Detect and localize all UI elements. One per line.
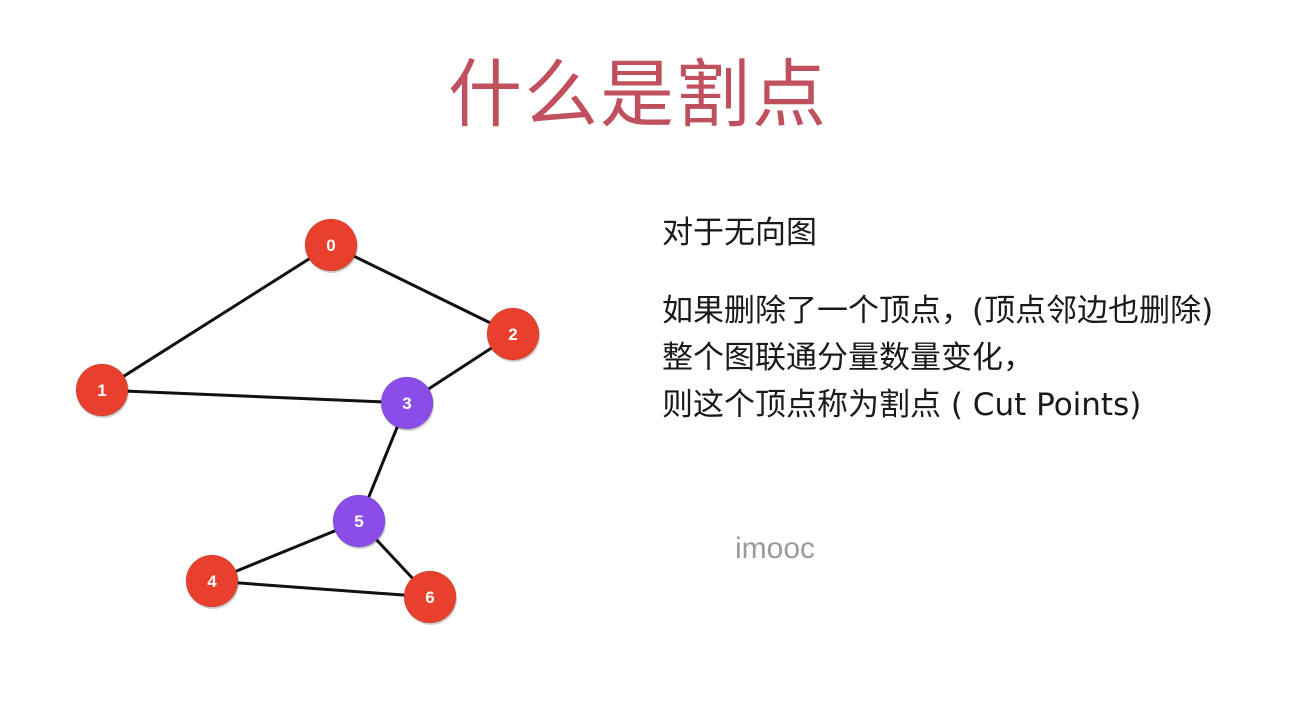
node-label: 2: [508, 325, 517, 344]
edge-5-4: [211, 519, 360, 583]
node-label: 1: [97, 381, 106, 400]
cut-point-circle: [332, 494, 386, 548]
definition-line-1: 如果删除了一个顶点，(顶点邻边也删除): [662, 293, 1214, 329]
node-circle: [75, 363, 129, 417]
definition-line-3: 则这个顶点称为割点 ( Cut Points): [662, 387, 1142, 423]
node-6: 6: [403, 570, 457, 625]
node-circle: [403, 570, 457, 624]
watermark: imooc: [735, 532, 816, 565]
edge-1-3: [101, 388, 408, 405]
node-4: 4: [185, 554, 239, 609]
definition-text: 如果删除了一个顶点，(顶点邻边也删除) 整个图联通分量数量变化， 则这个顶点称为…: [662, 288, 1213, 429]
edge-0-1: [101, 243, 332, 392]
cut-point-circle: [380, 376, 434, 430]
graph-edges: [101, 243, 514, 599]
edge-4-6: [211, 579, 431, 599]
definition-line-2: 整个图联通分量数量变化，: [662, 340, 1034, 376]
node-circle: [185, 554, 239, 608]
node-label: 0: [326, 236, 335, 255]
graph-nodes: 0 1 2 3 4 5 6: [75, 218, 540, 625]
edge-0-2: [330, 243, 514, 336]
node-label: 4: [207, 572, 217, 591]
node-circle: [486, 307, 540, 361]
node-2: 2: [486, 307, 540, 362]
node-label: 6: [425, 588, 434, 607]
node-0: 0: [304, 218, 358, 273]
node-label: 3: [402, 394, 411, 413]
node-label: 5: [354, 512, 363, 531]
node-1: 1: [75, 363, 129, 418]
subheading: 对于无向图: [662, 215, 817, 251]
node-3: 3: [380, 376, 434, 431]
slide-title: 什么是割点: [448, 52, 828, 138]
node-5: 5: [332, 494, 386, 549]
node-circle: [304, 218, 358, 272]
